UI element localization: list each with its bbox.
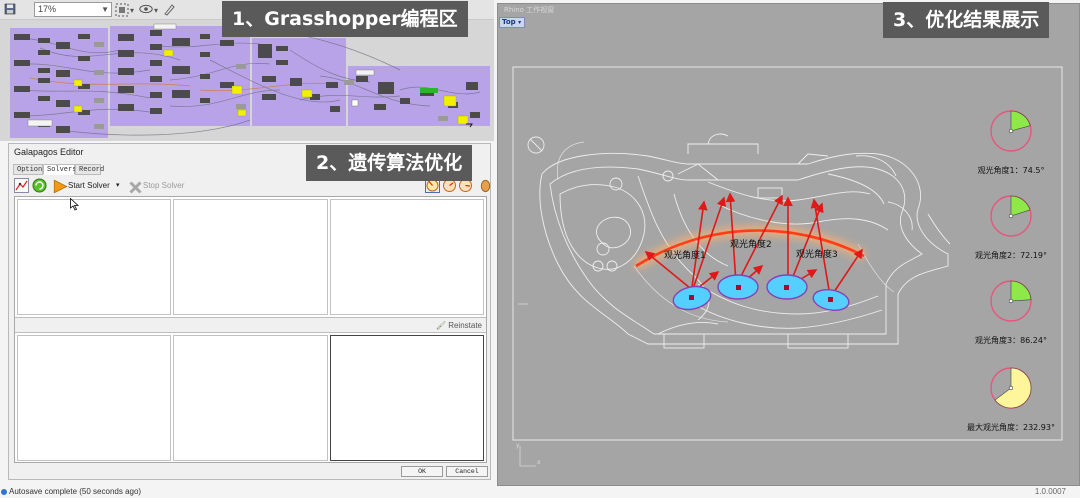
mouse-cursor-icon bbox=[70, 198, 79, 211]
drawing-frame bbox=[512, 66, 1063, 441]
stop-icon[interactable] bbox=[128, 180, 143, 195]
genome-display-pane bbox=[330, 199, 484, 315]
rhino-banner: 3、优化结果展示 bbox=[883, 2, 1050, 38]
angle-indicator-3 bbox=[990, 280, 1032, 322]
status-bar: Autosave complete (50 seconds ago) 1.0.0… bbox=[0, 486, 1080, 498]
sightseeing-path bbox=[635, 229, 865, 268]
grasshopper-panel: 17% ▼ ▾ ▾ bbox=[0, 0, 494, 141]
play-icon[interactable] bbox=[53, 179, 68, 194]
zoom-extents-icon[interactable] bbox=[115, 3, 129, 17]
rhino-scene bbox=[512, 66, 1063, 467]
chevron-down-icon: ▾ bbox=[518, 19, 522, 26]
start-solver-button[interactable]: Start Solver bbox=[68, 181, 110, 190]
indicator-wedge bbox=[1010, 280, 1032, 302]
plan-label-2: 观光角度2 bbox=[730, 240, 772, 250]
history-pane bbox=[173, 335, 328, 461]
viewing-ponds bbox=[672, 274, 850, 312]
angle-indicator-4 bbox=[990, 367, 1032, 409]
fitness-graph-icon[interactable] bbox=[14, 178, 29, 193]
sight-line-arrows bbox=[644, 192, 863, 297]
grasshopper-canvas[interactable] bbox=[0, 20, 494, 141]
galapagos-editor: Galapagos Editor Options Solvers Record … bbox=[8, 143, 491, 480]
fitness-graph-pane bbox=[17, 199, 171, 315]
angle-indicator-1 bbox=[990, 110, 1032, 152]
axis-x-label: x bbox=[537, 459, 541, 466]
zoom-dropdown[interactable]: 17% ▼ bbox=[34, 2, 112, 17]
status-message: Autosave complete (50 seconds ago) bbox=[9, 487, 142, 496]
grasshopper-banner: 1、Grasshopper编程区 bbox=[222, 1, 468, 37]
plan-label-3: 观光角度3 bbox=[796, 250, 838, 260]
refresh-icon[interactable] bbox=[32, 178, 47, 193]
pen-icon[interactable] bbox=[163, 3, 175, 16]
chevron-down-icon: ▼ bbox=[101, 5, 109, 14]
site-plan bbox=[527, 133, 951, 349]
version-label: 1.0.0007 bbox=[1034, 487, 1066, 496]
indicator-center bbox=[1008, 213, 1014, 219]
population-pane bbox=[17, 335, 171, 461]
galapagos-banner: 2、遗传算法优化 bbox=[306, 145, 473, 181]
eye-icon[interactable] bbox=[139, 4, 153, 14]
save-icon[interactable] bbox=[4, 3, 16, 15]
angle-result-label-2: 观光角度2：72.19° bbox=[975, 251, 1047, 260]
stop-solver-button[interactable]: Stop Solver bbox=[143, 181, 185, 190]
indicator-wedge bbox=[1010, 195, 1031, 217]
indicator-center bbox=[1008, 128, 1014, 134]
tab-solvers[interactable]: Solvers bbox=[43, 164, 76, 175]
brush-icon: 🖌 bbox=[435, 321, 446, 330]
genome-map-pane bbox=[173, 199, 328, 315]
tab-record[interactable]: Record bbox=[75, 164, 104, 175]
angle-result-label-1: 观光角度1：74.5° bbox=[977, 166, 1045, 175]
zoom-value: 17% bbox=[38, 4, 57, 14]
reinstate-bar: 🖌 Reinstate bbox=[15, 317, 486, 333]
viewport-tab-top[interactable]: Top ▾ bbox=[499, 17, 525, 28]
result-indicators bbox=[990, 110, 1032, 409]
indicator-wedge bbox=[1010, 110, 1031, 132]
rhino-window-title: Rhino 工作视窗 bbox=[504, 6, 555, 14]
egg-icon[interactable] bbox=[478, 178, 493, 193]
reinstate-button[interactable]: 🖌 Reinstate bbox=[435, 321, 482, 330]
galapagos-results-grid: 🖌 Reinstate bbox=[14, 196, 487, 463]
axis-widget bbox=[519, 446, 536, 467]
rhino-viewport[interactable]: Rhino 工作视窗 Top ▾ 观光角度1 观光角度2 观光角度3 y x 观… bbox=[497, 2, 1080, 486]
indicator-center bbox=[1008, 385, 1014, 391]
tab-options[interactable]: Options bbox=[13, 164, 46, 175]
plan-label-1: 观光角度1 bbox=[664, 251, 706, 261]
chevron-down-icon[interactable]: ▾ bbox=[154, 6, 159, 15]
angle-indicator-2 bbox=[990, 195, 1032, 237]
axis-y-label: y bbox=[516, 442, 520, 449]
indicator-center bbox=[1008, 298, 1014, 304]
solution-list-pane bbox=[330, 335, 484, 461]
chevron-down-icon[interactable]: ▾ bbox=[130, 6, 135, 15]
ok-button[interactable]: OK bbox=[401, 466, 443, 477]
cancel-button[interactable]: Cancel bbox=[446, 466, 488, 477]
chevron-down-icon[interactable]: ▾ bbox=[116, 182, 120, 189]
status-icon bbox=[1, 489, 7, 495]
angle-result-label-3: 观光角度3：86.24° bbox=[975, 336, 1047, 345]
galapagos-title: Galapagos Editor bbox=[14, 147, 84, 157]
angle-result-label-4: 最大观光角度：232.93° bbox=[967, 423, 1055, 432]
